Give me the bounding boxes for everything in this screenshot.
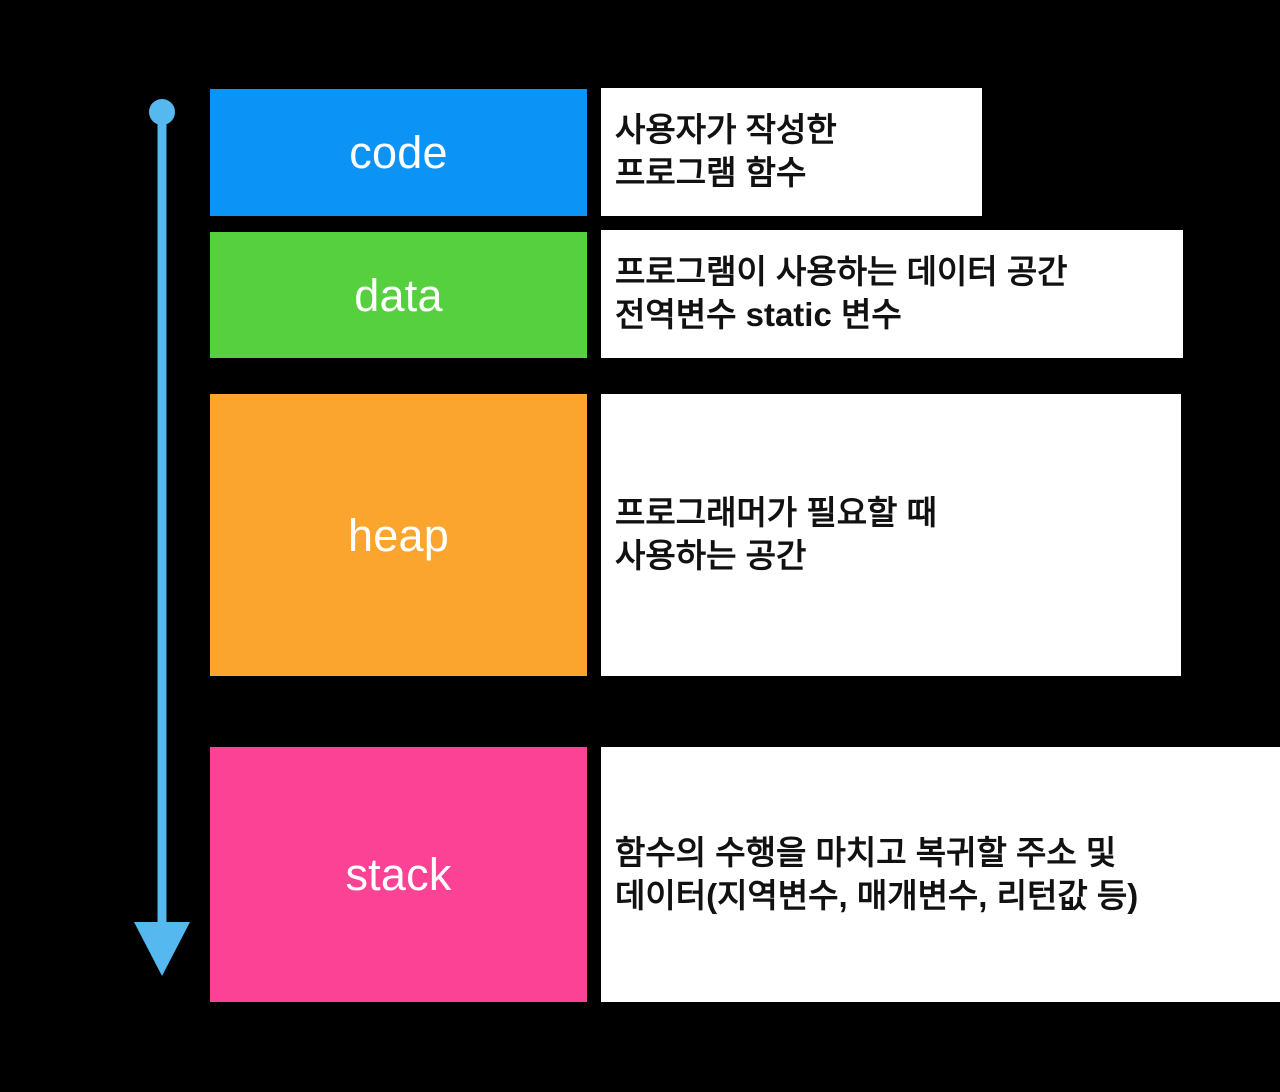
segment-heap-label: heap [348,509,449,561]
description-data-line-1: 프로그램이 사용하는 데이터 공간 [615,253,1068,291]
description-data-line-2-pre: 전역변수 [615,296,746,333]
description-heap-line-2: 사용하는 공간 [615,537,807,574]
segment-data-label: data [354,269,443,321]
arrow-head-icon [134,922,190,976]
description-code: 사용자가 작성한 프로그램 함수 [601,88,982,216]
segment-code[interactable]: code [210,89,587,216]
description-heap: 프로그래머가 필요할 때 사용하는 공간 [601,394,1181,676]
arrow-start-dot [149,99,175,125]
description-data-line-2-post: 변수 [831,296,902,333]
description-heap-line-1: 프로그래머가 필요할 때 [615,494,937,532]
segment-stack[interactable]: stack [210,747,587,1002]
description-stack-line-2: 데이터(지역변수, 매개변수, 리턴값 등) [615,876,1139,914]
description-data: 프로그램이 사용하는 데이터 공간 전역변수 static 변수 [601,230,1183,358]
segment-data[interactable]: data [210,232,587,358]
description-code-line-2: 프로그램 함수 [615,154,807,191]
description-stack: 함수의 수행을 마치고 복귀할 주소 및 데이터(지역변수, 매개변수, 리턴값… [601,747,1280,1002]
description-code-line-1: 사용자가 작성한 [615,111,837,149]
description-data-line-2: 전역변수 static 변수 [615,294,1183,337]
segment-heap[interactable]: heap [210,394,587,676]
description-data-keyword: static [745,296,832,333]
description-stack-line-1: 함수의 수행을 마치고 복귀할 주소 및 [615,833,1117,871]
segment-stack-label: stack [345,849,452,900]
segment-code-label: code [349,127,448,178]
